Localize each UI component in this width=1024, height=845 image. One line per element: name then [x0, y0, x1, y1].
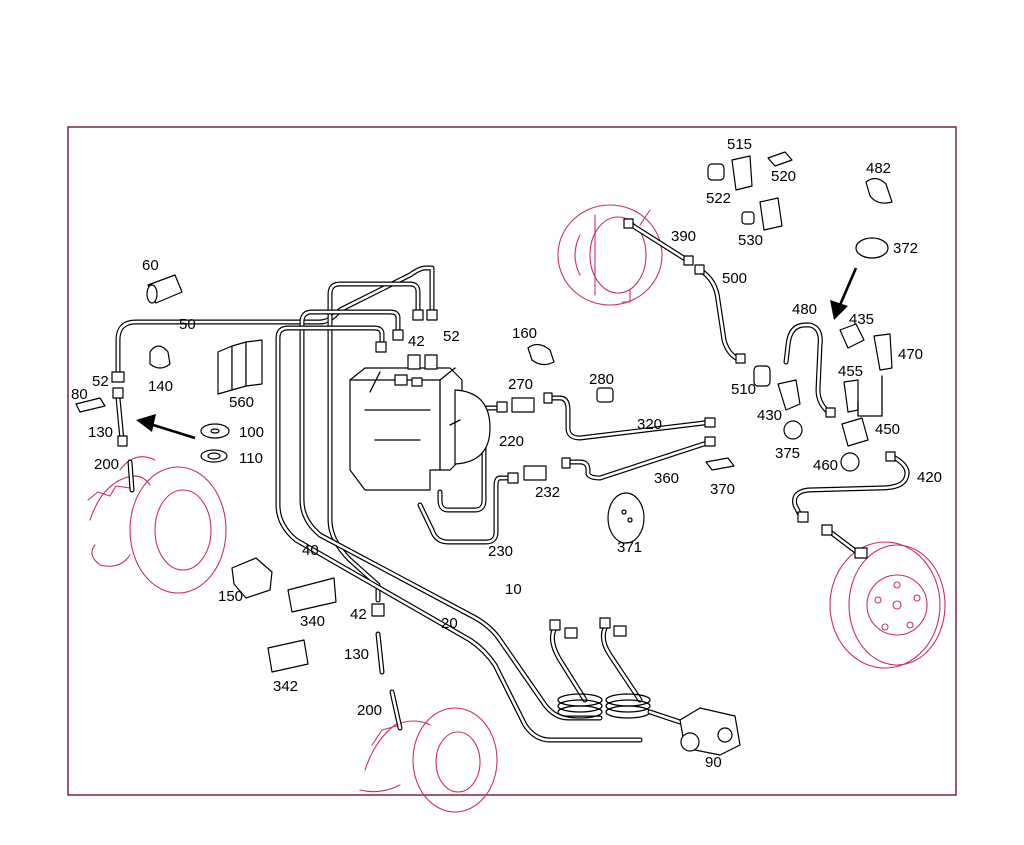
- part-560-shields: [217, 339, 263, 395]
- part-435-tee: [839, 323, 865, 349]
- part-460-nut: [840, 452, 860, 472]
- part-371-disc: [607, 492, 645, 544]
- callout-label: 375: [775, 445, 800, 462]
- callout-label: 140: [148, 378, 173, 395]
- part-520-bolt: [767, 151, 793, 167]
- callout-label: 110: [239, 450, 263, 467]
- callout-label: 52: [92, 373, 109, 390]
- callout-label: 420: [917, 469, 942, 486]
- callout-label: 42: [408, 333, 425, 350]
- callout-label: 150: [218, 588, 243, 605]
- front-right-brake-disc-ghost: [557, 204, 663, 306]
- callout-label: 40: [302, 542, 319, 559]
- callout-label: 460: [813, 457, 838, 474]
- brake-line-coils: [549, 625, 683, 725]
- part-455-bolt: [843, 379, 859, 413]
- part-42-lower: [371, 603, 385, 617]
- callout-label: 320: [637, 416, 662, 433]
- part-90-valve: [679, 707, 741, 756]
- callout-label: 90: [705, 754, 722, 771]
- callout-label: 500: [722, 270, 747, 287]
- callout-label: 520: [771, 168, 796, 185]
- part-522-nut: [707, 163, 725, 181]
- part-375-nut: [783, 420, 803, 440]
- callout-label: 270: [508, 376, 533, 393]
- part-372-plate: [855, 237, 889, 259]
- callout-label: 10: [505, 581, 522, 598]
- callout-label: 560: [229, 394, 254, 411]
- callout-label: 370: [710, 481, 735, 498]
- callout-label: 450: [875, 421, 900, 438]
- callout-label: 160: [512, 325, 537, 342]
- part-510-sleeve: [753, 365, 771, 387]
- callout-label: 522: [706, 190, 731, 207]
- callout-label: 430: [757, 407, 782, 424]
- part-340-clip: [287, 577, 337, 613]
- callout-label: 52: [443, 328, 460, 345]
- pointer-arrow-left: [136, 414, 196, 440]
- part-80-plate: [75, 397, 106, 413]
- callout-label: 100: [239, 424, 264, 441]
- callout-label: 435: [849, 311, 874, 328]
- part-450-distributor: [841, 417, 869, 447]
- callout-label: 80: [71, 386, 88, 403]
- callout-label: 372: [893, 240, 918, 257]
- callout-label: 232: [535, 484, 560, 501]
- callout-label: 530: [738, 232, 763, 249]
- front-left-brake-disc-ghost: [87, 456, 227, 594]
- diagram-frame: [67, 126, 957, 796]
- part-370-plate: [705, 457, 735, 471]
- callout-label: 220: [499, 433, 524, 450]
- part-280-nut: [596, 387, 614, 403]
- callout-label: 455: [838, 363, 863, 380]
- callout-labels: 60 50 52 140 80 130 200 100 110 560 42 5…: [71, 136, 942, 771]
- leader-450: [857, 375, 883, 417]
- fittings: [75, 151, 896, 756]
- callout-label: 360: [654, 470, 679, 487]
- part-160-clip: [527, 343, 555, 366]
- pointer-arrow-right: [830, 267, 858, 320]
- rear-left-brake-disc-ghost: [359, 707, 498, 813]
- callout-label: 470: [898, 346, 923, 363]
- part-270-fitting: [511, 397, 535, 413]
- callout-label: 200: [357, 702, 382, 719]
- callout-label: 280: [589, 371, 614, 388]
- callout-label: 342: [273, 678, 298, 695]
- callout-label: 20: [441, 615, 458, 632]
- callout-label: 230: [488, 543, 513, 560]
- callout-label: 340: [300, 613, 325, 630]
- callout-label: 390: [671, 228, 696, 245]
- part-515-bracket: [731, 155, 753, 191]
- callout-label: 60: [142, 257, 159, 274]
- part-482-clip: [865, 177, 893, 204]
- part-342-clip: [267, 639, 309, 673]
- part-150-bracket: [231, 557, 273, 599]
- part-60-bushing: [146, 274, 183, 304]
- rear-right-brake-drum-ghost: [829, 541, 946, 669]
- callout-label: 42: [350, 606, 367, 623]
- callout-label: 510: [731, 381, 756, 398]
- callout-label: 130: [344, 646, 369, 663]
- callout-label: 130: [88, 424, 113, 441]
- part-530-bracket: [759, 197, 783, 231]
- callout-label: 200: [94, 456, 119, 473]
- callout-label: 480: [792, 301, 817, 318]
- callout-label: 50: [179, 316, 196, 333]
- part-232-fitting: [523, 465, 547, 481]
- callout-label: 482: [866, 160, 891, 177]
- part-470-switch: [873, 333, 893, 371]
- part-430-distributor: [777, 379, 801, 411]
- callout-label: 371: [617, 539, 642, 556]
- hydraulic-unit: [349, 354, 491, 491]
- part-140-clip: [149, 345, 171, 369]
- callout-label: 515: [727, 136, 752, 153]
